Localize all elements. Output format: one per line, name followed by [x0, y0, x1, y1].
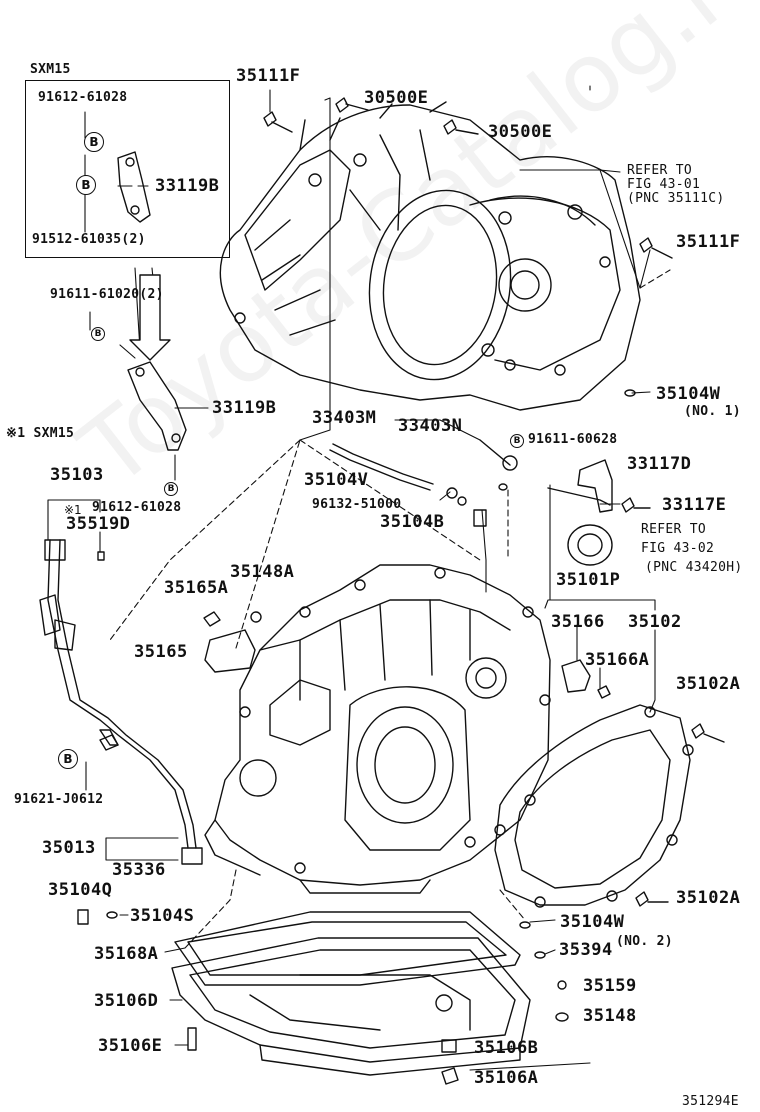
oil-pan-outline: [171, 911, 531, 1076]
part-label-35102a: 35102A: [676, 888, 741, 908]
part-label-35394: 35394: [559, 940, 613, 960]
part-label-35166a: 35166A: [585, 650, 650, 670]
part-label-35111f: 35111F: [236, 66, 301, 86]
b-symbol: B: [91, 327, 105, 341]
part-label-35166: 35166: [551, 612, 605, 632]
part-label-33119b: 33119B: [212, 398, 277, 418]
part-label-35104v: 35104V: [304, 470, 369, 490]
inset-model-label: SXM15: [30, 62, 71, 77]
side-cover-outline: [494, 704, 694, 908]
refer-pnc-43420h: (PNC 43420H): [645, 560, 743, 575]
note-marker: ※1: [6, 426, 26, 441]
part-label-91512-61035: 91512-61035(2): [32, 232, 146, 247]
part-label-35106d: 35106D: [94, 991, 159, 1011]
part-label-33119b: 33119B: [155, 176, 220, 196]
leader-lines: [47, 85, 671, 1071]
part-label-35103: 35103: [50, 465, 104, 485]
part-label-35104w: 35104W: [560, 912, 625, 932]
part-label-30500e: 30500E: [488, 122, 553, 142]
washer-number-1: (NO. 1): [684, 404, 741, 419]
note-model: SXM15: [33, 426, 75, 441]
part-label-35165: 35165: [134, 642, 188, 662]
part-label-35519d: 35519D: [66, 514, 131, 534]
b-symbol: B: [76, 175, 96, 195]
part-label-35336: 35336: [112, 860, 166, 880]
part-label-35104b: 35104B: [380, 512, 445, 532]
part-label-35106b: 35106B: [474, 1038, 539, 1058]
refer-fig-43-01: FIG 43-01: [627, 177, 701, 192]
part-label-33117d: 33117D: [627, 454, 692, 474]
refer-to-label-1: REFER TO: [627, 163, 693, 178]
sxm15-inset-box: [25, 80, 230, 258]
refer-pnc-35111c: (PNC 35111C): [627, 191, 725, 206]
part-label-35148a: 35148A: [230, 562, 295, 582]
part-label-35104s: 35104S: [130, 906, 195, 926]
small-hardware: [77, 97, 725, 1085]
refer-to-label-2: REFER TO: [641, 522, 707, 537]
transaxle-housing-outline: [219, 101, 641, 411]
part-label-35104q: 35104Q: [48, 880, 113, 900]
part-label-35101p: 35101P: [556, 570, 621, 590]
part-label-91612-61028: 91612-61028: [38, 90, 128, 105]
part-label-35106e: 35106E: [98, 1036, 163, 1056]
b-symbol: B: [510, 434, 524, 448]
bracket-33119b-outline: [127, 361, 187, 451]
part-label-35165a: 35165A: [164, 578, 229, 598]
part-label-91612-61028: 91612-61028: [92, 500, 182, 515]
part-label-35159: 35159: [583, 976, 637, 996]
part-label-30500e: 30500E: [364, 88, 429, 108]
part-label-35102: 35102: [628, 612, 682, 632]
washer-number-2: (NO. 2): [616, 934, 673, 949]
part-label-35102a: 35102A: [676, 674, 741, 694]
part-label-91621-j0612: 91621-J0612: [14, 792, 104, 807]
b-symbol: B: [58, 749, 78, 769]
transmission-case-outline: [204, 564, 551, 894]
part-label-33117e: 33117E: [662, 495, 727, 515]
part-label-35168a: 35168A: [94, 944, 159, 964]
part-label-35104w: 35104W: [656, 384, 721, 404]
bracket-33119b-inset-outline: [117, 151, 151, 223]
part-label-35106a: 35106A: [474, 1068, 539, 1088]
refer-fig-43-02: FIG 43-02: [641, 541, 715, 556]
part-label-35111f: 35111F: [676, 232, 741, 252]
b-symbol: B: [164, 482, 178, 496]
assembly-arrow: [129, 274, 171, 361]
dipstick-outline: [39, 539, 203, 865]
part-label-33403n: 33403N: [398, 416, 463, 436]
part-label-33403m: 33403M: [312, 408, 377, 428]
note-marker-small: ※1: [64, 503, 82, 517]
part-label-91611-60628: 91611-60628: [528, 432, 618, 447]
part-label-91611-61020: 91611-61020(2): [50, 287, 164, 302]
part-label-35013: 35013: [42, 838, 96, 858]
b-symbol: B: [84, 132, 104, 152]
part-label-35148: 35148: [583, 1006, 637, 1026]
part-label-96132-51000: 96132-51000: [312, 497, 402, 512]
figure-code: 351294E: [682, 1094, 739, 1109]
